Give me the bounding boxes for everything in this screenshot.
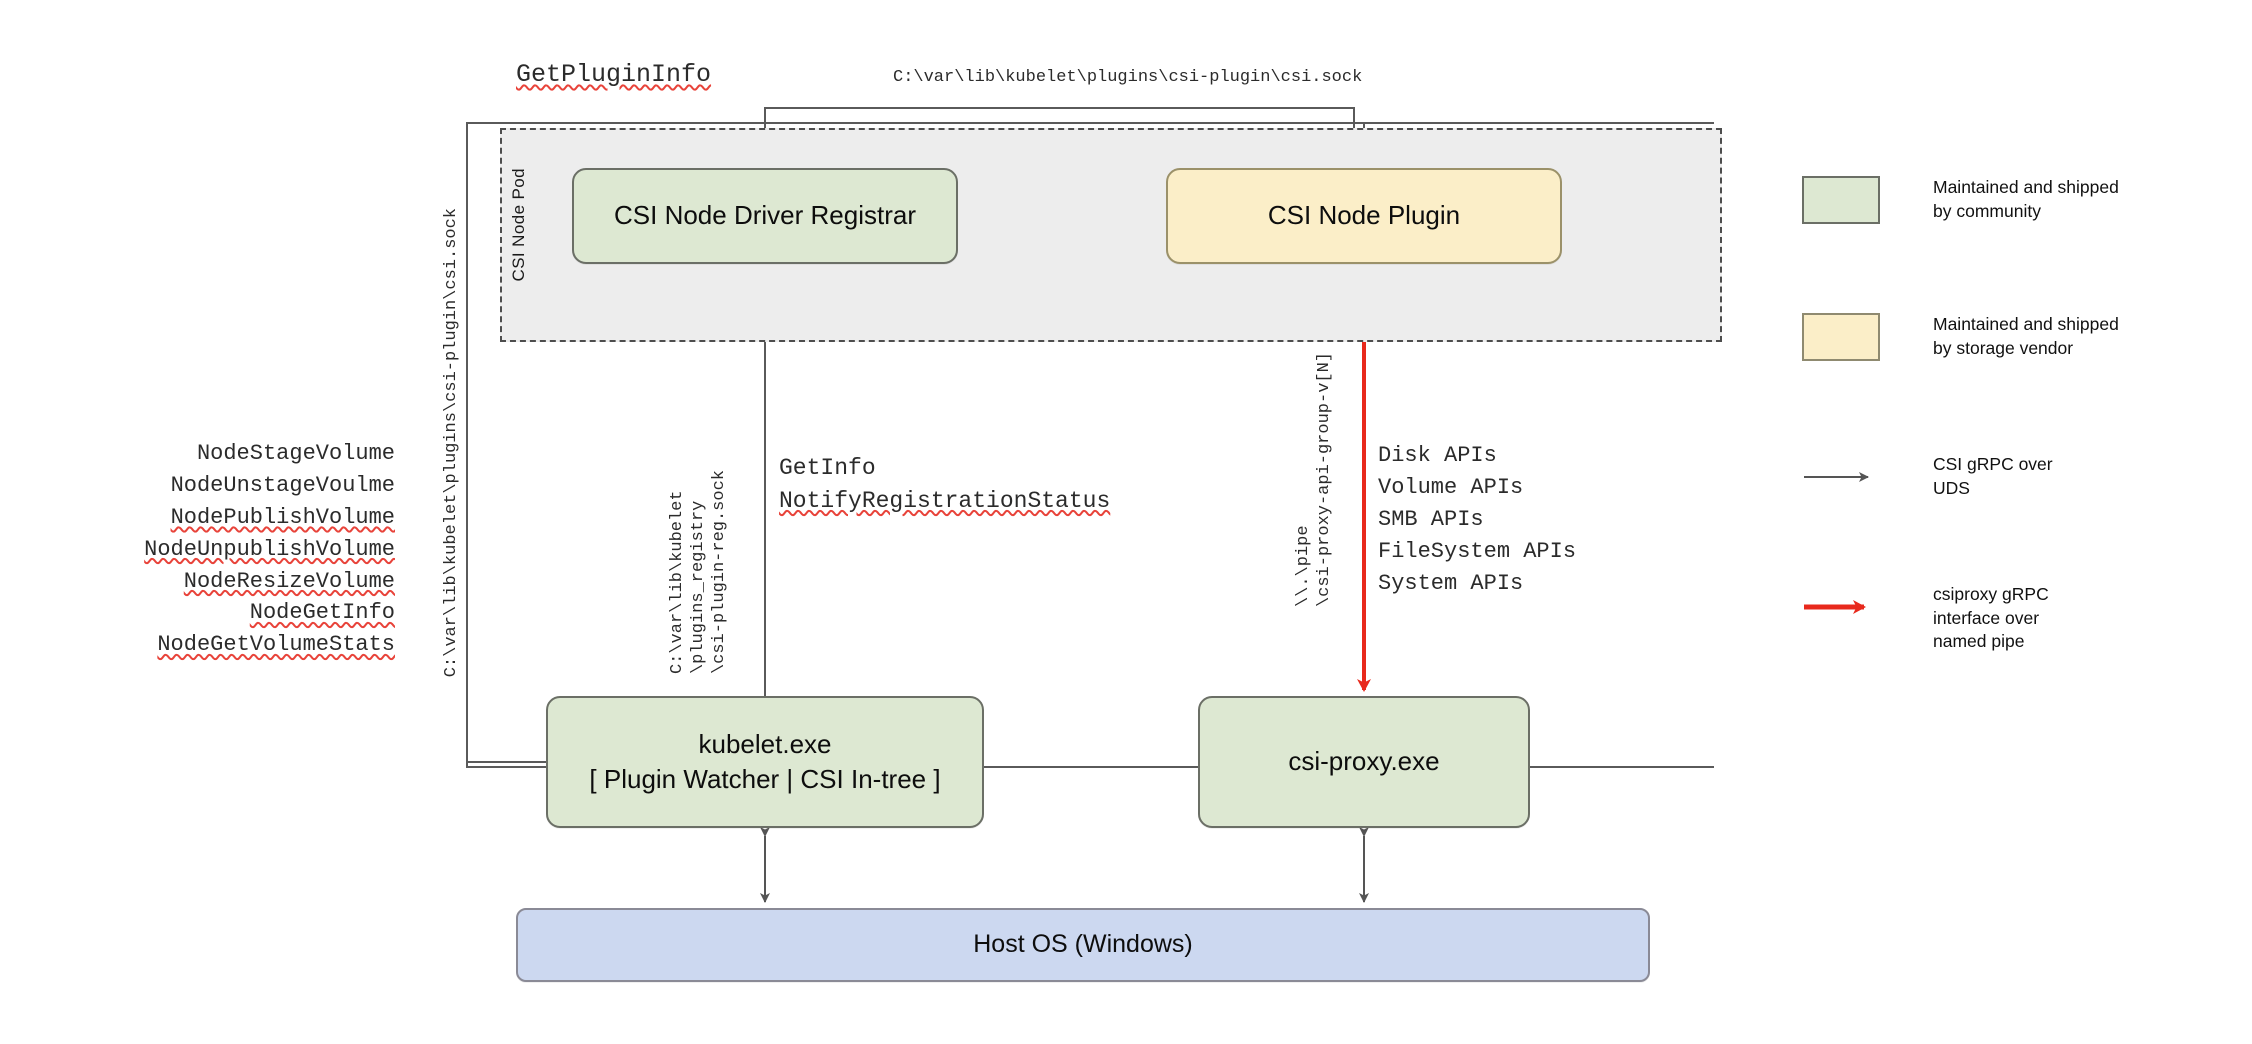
label-named-pipe-vertical: \\.\pipe \csi-proxy-api-group-v[N] <box>1294 352 1334 607</box>
label-line: \csi-plugin-reg.sock <box>710 470 729 675</box>
node-label: csi-proxy.exe <box>1288 746 1440 777</box>
list-item: NodeResizeVolume <box>183 568 395 594</box>
node-host-os[interactable]: Host OS (Windows) <box>516 908 1650 982</box>
legend-arrow-gray-icon <box>1802 453 1880 501</box>
label-line: \plugins_registry <box>689 500 708 675</box>
csi-node-api-list: NodeStageVolume NodeUnstageVoulme NodePu… <box>95 438 395 661</box>
label-get-info: GetInfo <box>779 455 876 481</box>
node-csi-node-driver-registrar[interactable]: CSI Node Driver Registrar <box>572 168 958 264</box>
registration-rpc-labels: GetInfo NotifyRegistrationStatus <box>779 452 1110 517</box>
label-plugins-registry-vertical: C:\var\lib\kubelet \plugins_registry \cs… <box>668 470 729 674</box>
list-item: Volume APIs <box>1378 474 1524 500</box>
list-item: NodeUnstageVoulme <box>170 472 395 498</box>
node-label: CSI Node Plugin <box>1267 200 1461 231</box>
outer-route-frame <box>466 122 1714 768</box>
legend-swatch-yellow-icon <box>1802 313 1880 361</box>
node-csi-proxy-exe[interactable]: csi-proxy.exe <box>1198 696 1530 828</box>
list-item: NodeGetVolumeStats <box>157 632 395 658</box>
label-line: \\.\pipe <box>1294 525 1313 608</box>
node-label: Host OS (Windows) <box>973 930 1193 959</box>
label-get-plugin-info: GetPluginInfo <box>516 60 712 89</box>
node-label-secondary: [ Plugin Watcher | CSI In-tree ] <box>589 764 941 794</box>
csi-proxy-api-list: Disk APIs Volume APIs SMB APIs FileSyste… <box>1378 440 1576 599</box>
list-item: Disk APIs <box>1378 443 1497 468</box>
label-csi-sock-path-vertical: C:\var\lib\kubelet\plugins\csi-plugin\cs… <box>442 208 461 678</box>
list-item: SMB APIs <box>1378 506 1484 532</box>
node-csi-node-plugin[interactable]: CSI Node Plugin <box>1166 168 1562 264</box>
csi-node-pod-label: CSI Node Pod <box>509 168 528 282</box>
legend-arrow-red-icon <box>1802 583 1880 631</box>
node-label-primary: kubelet.exe <box>698 728 832 759</box>
list-item: FileSystem APIs <box>1378 538 1577 564</box>
list-item: NodeGetInfo <box>249 600 395 626</box>
list-item: System APIs <box>1378 570 1524 596</box>
label-line: C:\var\lib\kubelet <box>668 490 687 675</box>
node-kubelet-exe[interactable]: kubelet.exe [ Plugin Watcher | CSI In-tr… <box>546 696 984 828</box>
label-line: \csi-proxy-api-group-v[N] <box>1315 352 1334 608</box>
list-item: NodeStageVolume <box>196 441 395 466</box>
legend-swatch-green-icon <box>1802 176 1880 224</box>
label-notify-registration-status: NotifyRegistrationStatus <box>779 487 1111 514</box>
node-label: CSI Node Driver Registrar <box>614 200 916 231</box>
list-item: NodePublishVolume <box>170 504 395 530</box>
label-csi-sock-path-top: C:\var\lib\kubelet\plugins\csi-plugin\cs… <box>893 68 1363 87</box>
list-item: NodeUnpublishVolume <box>144 536 395 562</box>
